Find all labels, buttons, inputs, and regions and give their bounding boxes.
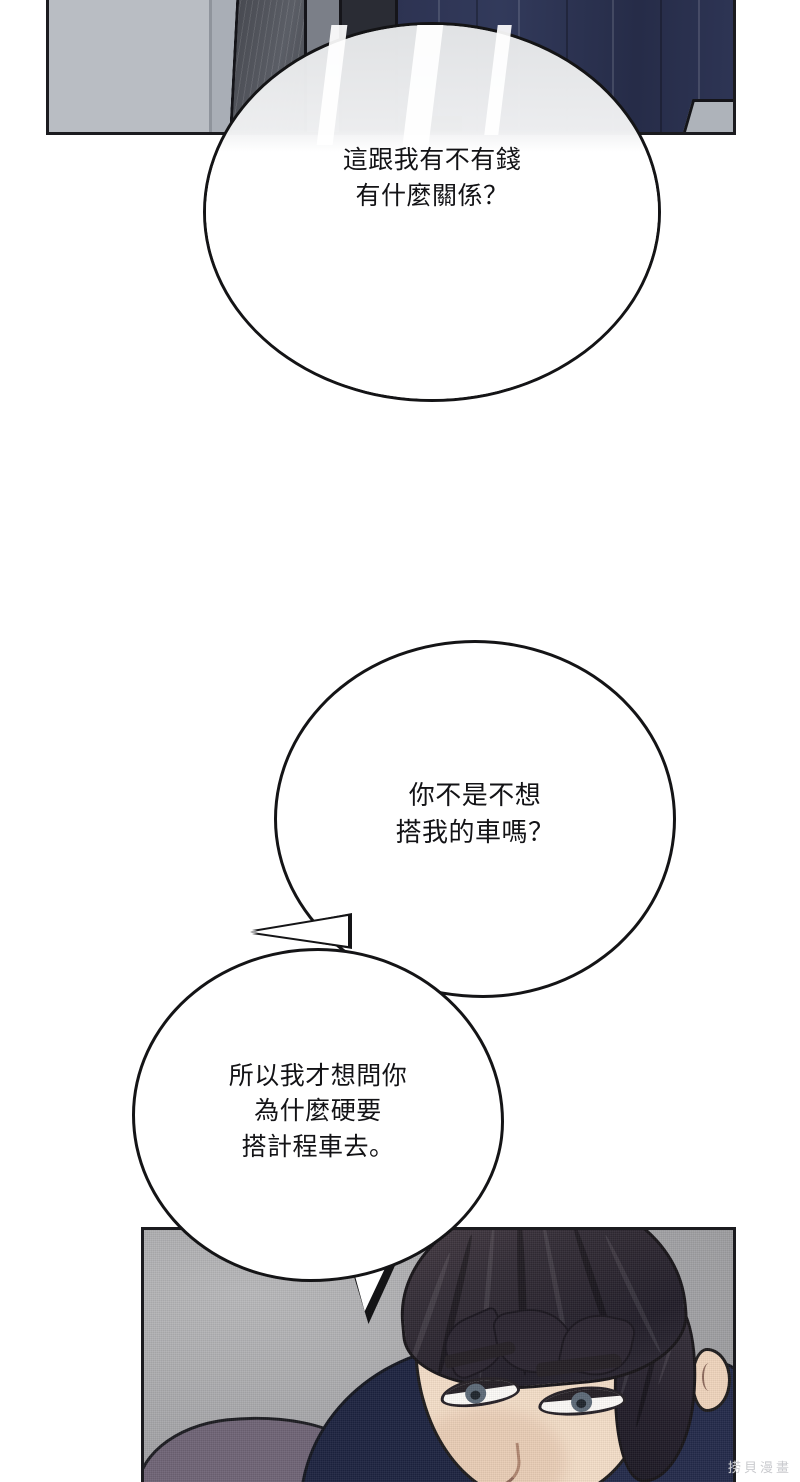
speech-bubble-3-text: 所以我才想問你 為什麼硬要 搭計程車去。 — [228, 1061, 408, 1161]
speech-bubble-2-tail — [252, 916, 348, 946]
bubble-1-sheen-3 — [483, 25, 512, 135]
speech-bubble-2-text: 你不是不想 搭我的車嗎？ — [395, 780, 555, 847]
speech-bubble-1-text: 這跟我有不有錢 有什麼關係？ — [342, 146, 522, 210]
watermark-label: 捞貝漫畫 — [727, 1460, 792, 1475]
speech-bubble-3: 所以我才想問你 為什麼硬要 搭計程車去。 — [132, 948, 504, 1282]
bubble-1-sheen-2 — [401, 25, 444, 160]
speech-bubble-1: 這跟我有不有錢 有什麼關係？ — [203, 22, 661, 402]
character-nose — [471, 1442, 524, 1482]
comic-panel-bottom — [141, 1227, 736, 1482]
